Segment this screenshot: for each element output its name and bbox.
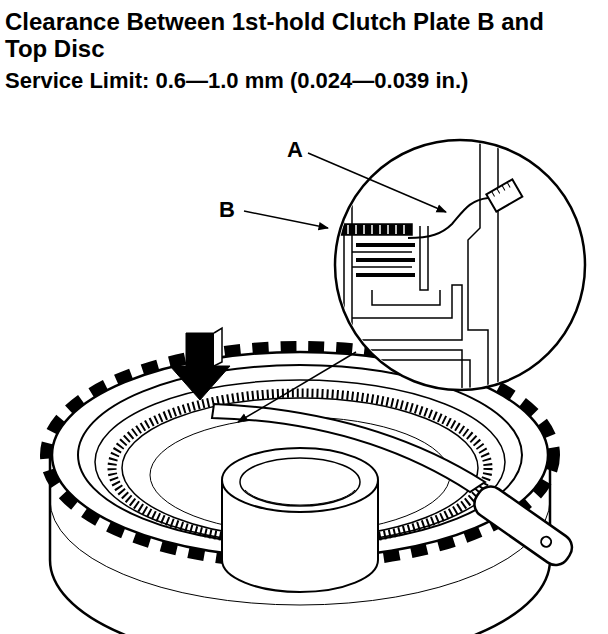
detail-circle (335, 140, 585, 390)
feeler-handle-hole (539, 535, 553, 549)
lower-section (332, 360, 470, 395)
service-limit: Service Limit: 0.6—1.0 mm (0.024—0.039 i… (5, 68, 468, 94)
clutch-disc-section (356, 273, 415, 277)
feeler-blade (212, 404, 485, 492)
clutch-plate-b (332, 224, 412, 235)
detail-leader (238, 352, 356, 422)
housing-wall (497, 135, 499, 400)
hub-inner (245, 490, 355, 505)
feeler-handle-body (486, 179, 522, 211)
callout-letter: A (287, 137, 303, 163)
clutch-disc-section (356, 258, 415, 262)
push-arrow-side (214, 328, 222, 366)
title: Clearance Between 1st-hold Clutch Plate … (5, 8, 575, 62)
feeler-handle-section (486, 179, 522, 211)
clutch-disc-section (356, 243, 415, 247)
feeler-ticks (492, 182, 511, 196)
clutch-plate-section (352, 266, 412, 268)
hub-top (222, 448, 378, 512)
plate-hatch (340, 225, 404, 234)
feeler-handle-body (469, 481, 577, 570)
leader-line (244, 211, 328, 228)
feeler-gauge-section (408, 198, 488, 238)
piston-section (352, 285, 462, 340)
callout-letter: B (219, 197, 235, 223)
leader-line (308, 153, 446, 212)
hub-bore (240, 458, 360, 506)
housing-section (468, 135, 488, 400)
spring-retainer (372, 290, 440, 305)
feeler-handle (469, 481, 577, 570)
clutch-plate-section (352, 251, 412, 253)
